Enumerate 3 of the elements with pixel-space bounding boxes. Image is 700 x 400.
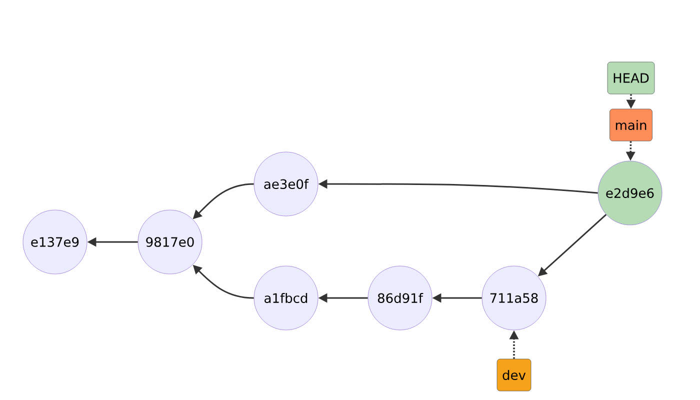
branch-label-box: dev xyxy=(496,358,532,392)
branch-label-box: HEAD xyxy=(607,62,655,94)
branch-label-box: main xyxy=(610,108,652,142)
